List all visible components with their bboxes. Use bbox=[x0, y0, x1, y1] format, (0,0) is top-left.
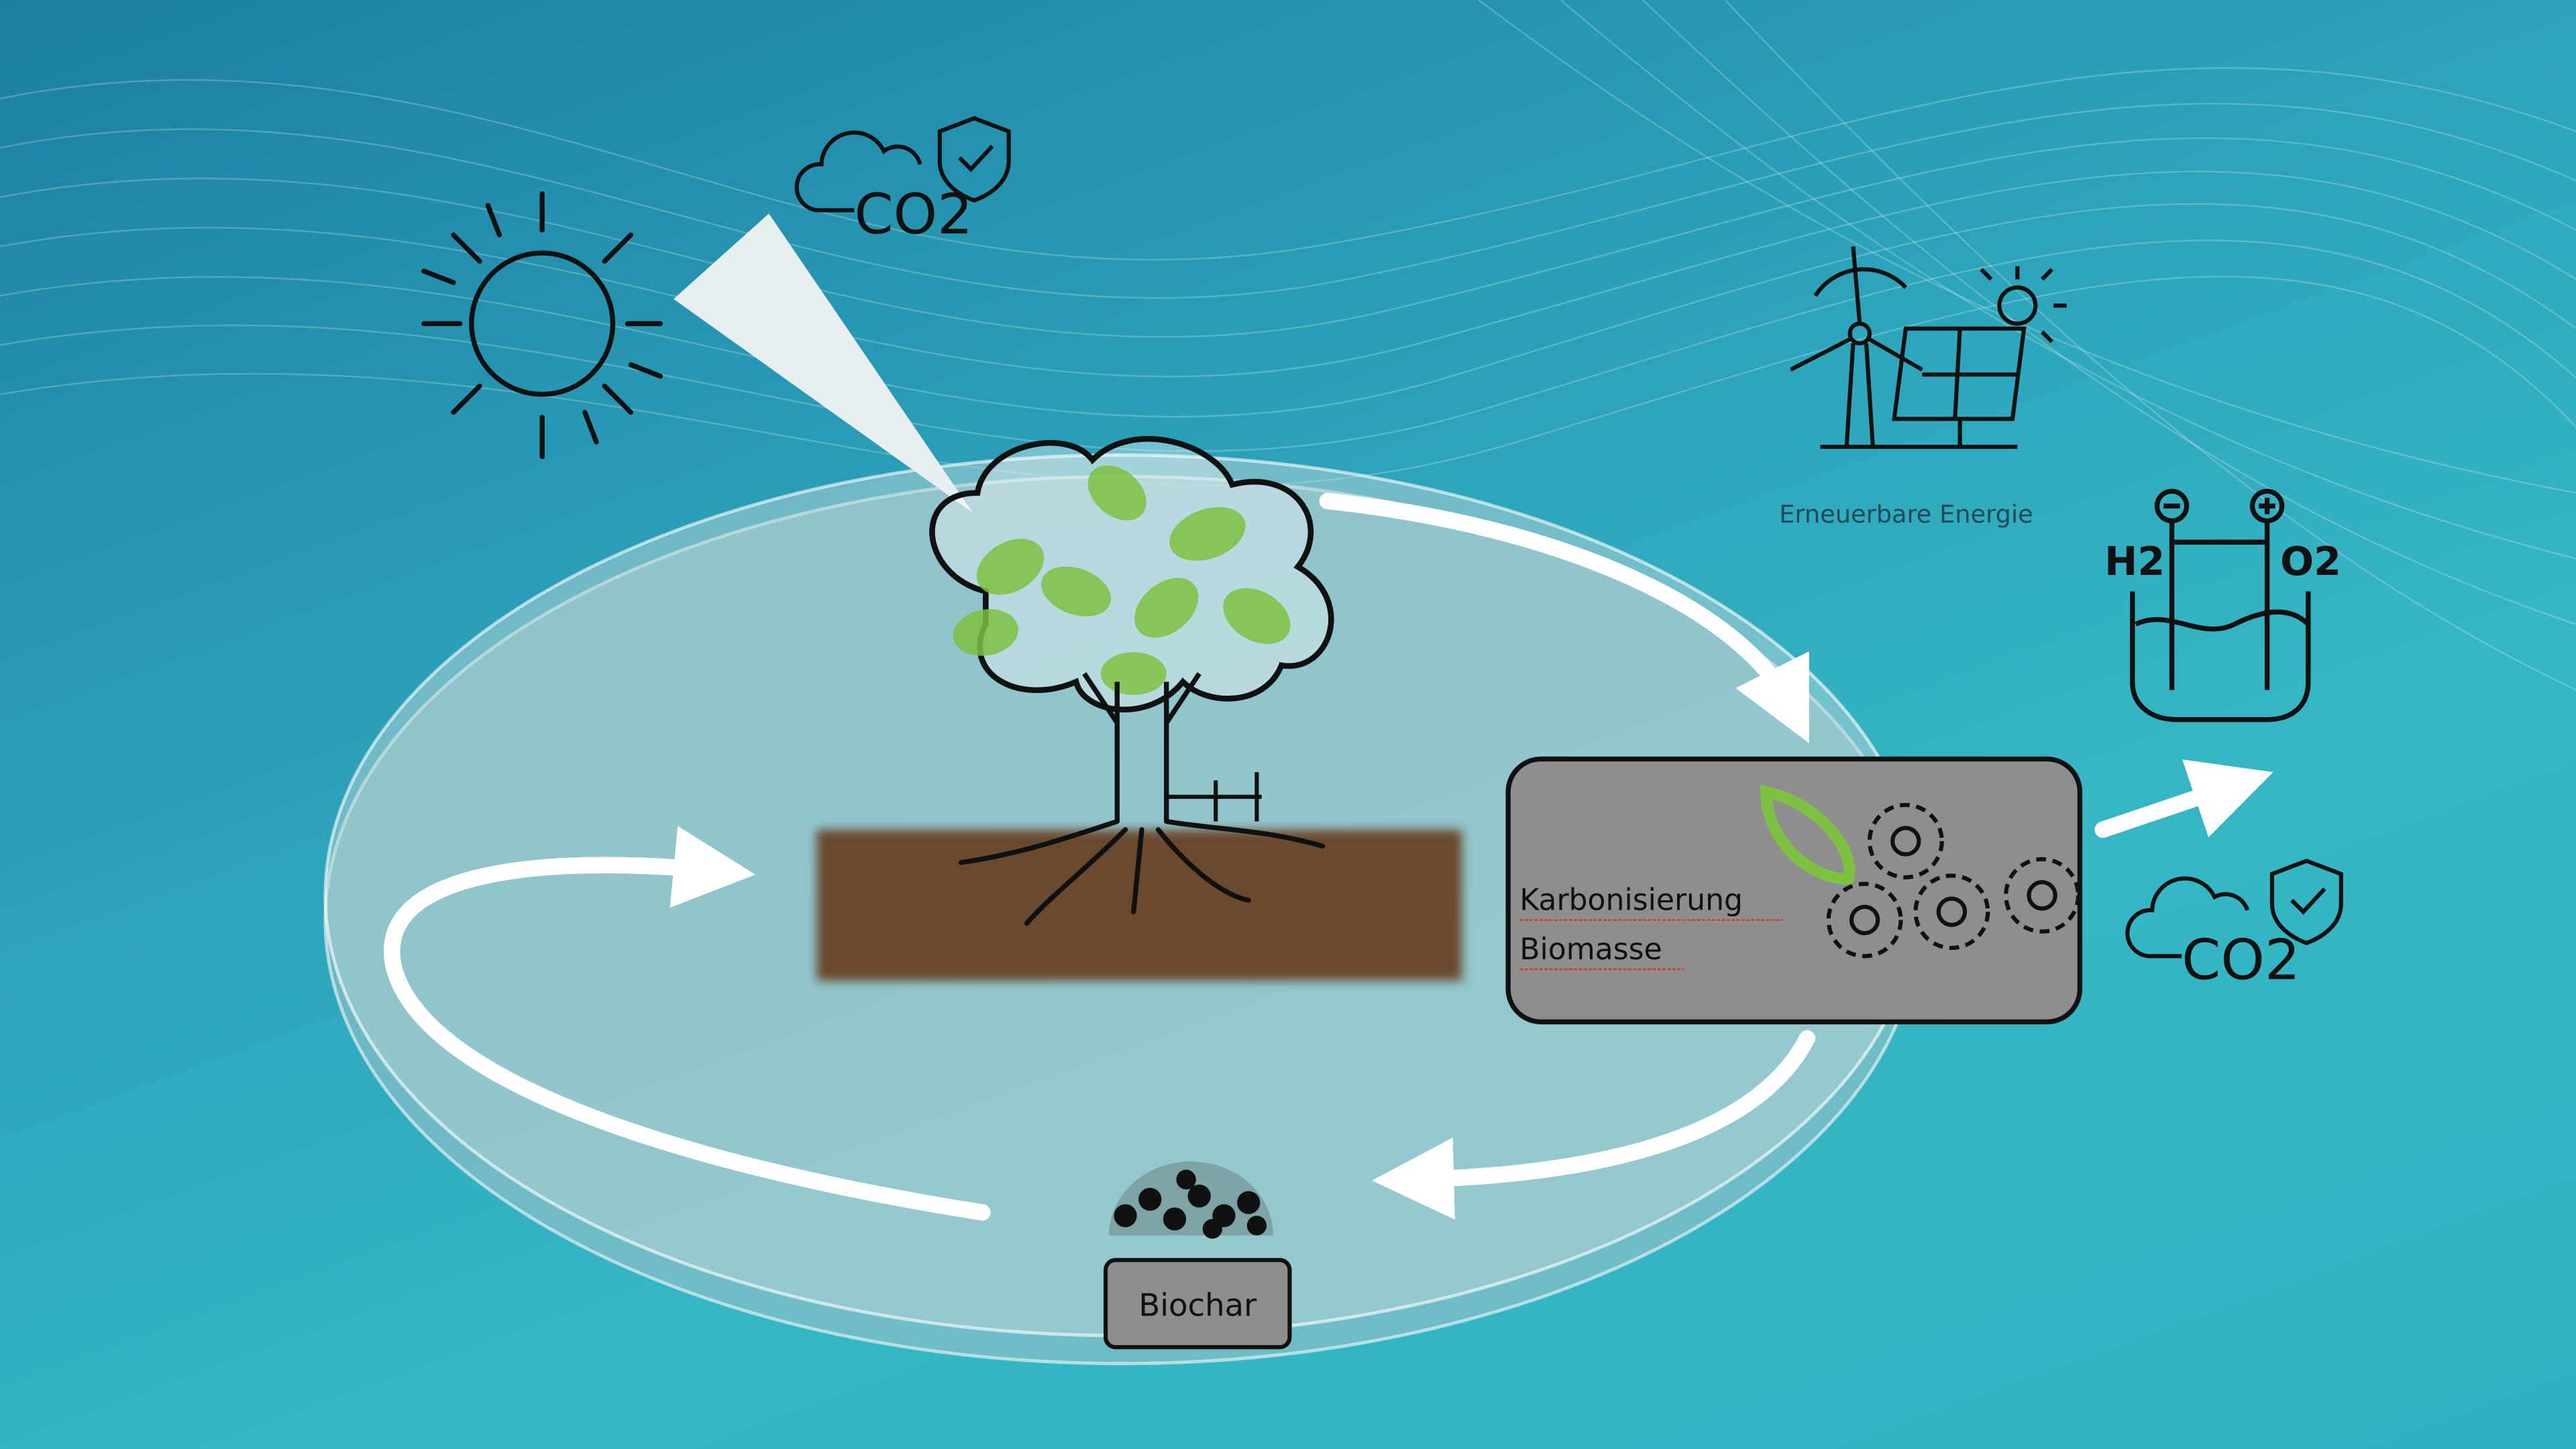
background-waves bbox=[0, 0, 2576, 691]
wind-turbine-icon bbox=[1789, 246, 1923, 447]
electrolyzer-icon: H2 O2 bbox=[2104, 488, 2341, 722]
co2-top-label: CO2 bbox=[854, 182, 973, 247]
hydrogen-label: H2 bbox=[2104, 538, 2165, 584]
leaf-icon bbox=[1760, 784, 1856, 885]
solar-panel-icon bbox=[1820, 266, 2067, 449]
biomass-label: Biomasse bbox=[1519, 932, 1662, 967]
sunlight-arrow bbox=[674, 213, 973, 513]
sun-icon bbox=[421, 191, 663, 460]
biochar-label-box: Biochar bbox=[1104, 1258, 1292, 1350]
co2-shield-icon: CO2 bbox=[794, 116, 1011, 247]
gears-icon bbox=[1826, 802, 2081, 959]
arrow-process-to-co2 bbox=[2094, 759, 2273, 838]
co2-shield-icon-right: CO2 bbox=[2125, 858, 2343, 993]
arrow-process-to-biochar bbox=[1371, 1030, 1816, 1220]
oxygen-label: O2 bbox=[2280, 538, 2341, 584]
biochar-label: Biochar bbox=[1138, 1287, 1257, 1324]
arrow-tree-to-process bbox=[1319, 492, 1809, 743]
cycle-arrows bbox=[384, 492, 2273, 1221]
renewable-energy-label: Erneuerbare Energie bbox=[1779, 500, 2033, 529]
carbonization-label: Karbonisierung bbox=[1519, 883, 1743, 918]
biochar-pile-icon bbox=[1109, 1161, 1273, 1239]
tree-icon bbox=[929, 435, 1334, 926]
carbonization-box: Karbonisierung Biomasse bbox=[1505, 756, 2083, 1024]
co2-right-label: CO2 bbox=[2182, 928, 2300, 993]
arrow-biochar-to-soil bbox=[384, 826, 991, 1221]
